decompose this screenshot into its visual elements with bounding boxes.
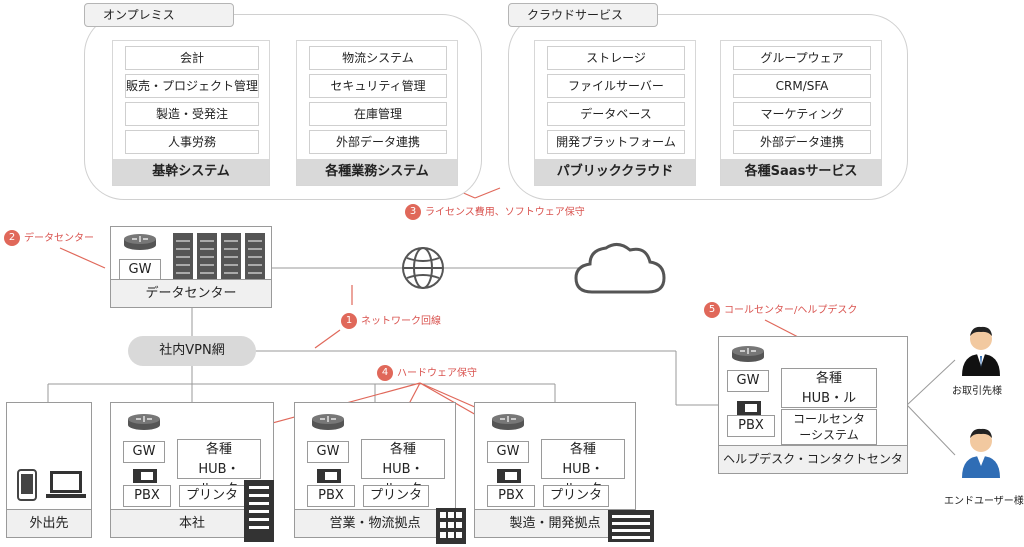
note-text: ライセンス費用、ソフトウェア保守 [425, 207, 585, 218]
group-footer: パブリッククラウド [535, 159, 695, 185]
gyomu-system-group: 物流システム セキュリティ管理 在庫管理 外部データ連携 各種業務システム [296, 40, 458, 186]
gw-label: GW [307, 441, 349, 463]
list-item: CRM/SFA [733, 74, 871, 98]
public-cloud-group: ストレージ ファイルサーバー データベース 開発プラットフォーム パブリッククラ… [534, 40, 696, 186]
tablet-icon [17, 469, 37, 501]
list-item: 在庫管理 [309, 102, 447, 126]
vpn-network: 社内VPN網 [128, 336, 256, 366]
note-text: データセンター [24, 233, 94, 244]
eigyo-box: GW 各種HUB・ルータ PBX プリンタ 営業・物流拠点 [294, 402, 456, 538]
gw-label: GW [727, 370, 769, 392]
kikan-system-group: 会計 販売・プロジェクト管理 製造・受発注 人事労務 基幹システム [112, 40, 270, 186]
office-building-icon [436, 508, 466, 544]
pbx-label: PBX [307, 485, 355, 507]
list-item: 製造・受発注 [125, 102, 259, 126]
callcenter-label: コールセンターシステム [781, 409, 877, 445]
router-icon [492, 414, 524, 430]
enduser-label: エンドユーザー様 [944, 496, 1024, 507]
outside-footer: 外出先 [7, 509, 91, 537]
client-label: お取引先様 [952, 386, 1002, 397]
honsha-box: GW 各種HUB・ルータ PBX プリンタ 本社 [110, 402, 274, 538]
helpdesk-box: GW 各種HUB・ルータ PBX コールセンターシステム ヘルプデスク・コンタク… [718, 336, 908, 474]
list-item: 外部データ連携 [733, 130, 871, 154]
list-item: 外部データ連携 [309, 130, 447, 154]
list-item: 開発プラットフォーム [547, 130, 685, 154]
router-icon [312, 414, 344, 430]
datacenter-box: GW データセンター [110, 226, 272, 308]
onpremise-tab: オンプレミス [84, 3, 234, 27]
note-text: ネットワーク回線 [361, 316, 441, 327]
note-network: 1 ネットワーク回線 [341, 313, 441, 331]
hub-router-label: 各種HUB・ルータ [361, 439, 445, 497]
note-number: 4 [377, 365, 393, 381]
client-person-icon [962, 326, 1000, 376]
note-number: 1 [341, 313, 357, 329]
globe-icon [402, 247, 444, 289]
list-item: 物流システム [309, 46, 447, 70]
laptop-icon [46, 471, 86, 498]
group-footer: 各種Saasサービス [721, 159, 881, 185]
cloud-services-tab: クラウドサービス [508, 3, 658, 27]
list-item: 会計 [125, 46, 259, 70]
list-item: データベース [547, 102, 685, 126]
note-number: 2 [4, 230, 20, 246]
list-item: ファイルサーバー [547, 74, 685, 98]
note-number: 5 [704, 302, 720, 318]
building-icon [244, 480, 274, 542]
note-callcenter: 5 コールセンター/ヘルプデスク [704, 302, 857, 320]
factory-icon [608, 510, 654, 542]
server-rack-icon [173, 233, 265, 281]
gw-label: GW [487, 441, 529, 463]
list-item: グループウェア [733, 46, 871, 70]
outside-box: 外出先 [6, 402, 92, 538]
note-number: 3 [405, 204, 421, 220]
list-item: ストレージ [547, 46, 685, 70]
note-datacenter: 2 データセンター [4, 230, 94, 248]
hub-router-label: 各種HUB・ルータ [541, 439, 625, 497]
helpdesk-footer: ヘルプデスク・コンタクトセンタ [719, 445, 907, 473]
router-icon [128, 414, 160, 430]
phone-icon [133, 469, 157, 483]
note-text: ハードウェア保守 [397, 368, 477, 379]
group-footer: 基幹システム [113, 159, 269, 185]
printer-label: プリンタ [179, 485, 245, 507]
hub-router-label: 各種HUB・ルータ [177, 439, 261, 497]
datacenter-footer: データセンター [111, 279, 271, 307]
note-hardware: 4 ハードウェア保守 [377, 365, 477, 383]
phone-icon [737, 401, 761, 415]
gw-label: GW [123, 441, 165, 463]
printer-label: プリンタ [363, 485, 429, 507]
note-text: コールセンター/ヘルプデスク [724, 305, 858, 316]
note-license: 3 ライセンス費用、ソフトウェア保守 [405, 204, 585, 222]
pbx-label: PBX [487, 485, 535, 507]
list-item: 人事労務 [125, 130, 259, 154]
hub-router-label: 各種HUB・ルータ [781, 368, 877, 426]
list-item: セキュリティ管理 [309, 74, 447, 98]
gw-label: GW [119, 259, 161, 281]
group-footer: 各種業務システム [297, 159, 457, 185]
list-item: マーケティング [733, 102, 871, 126]
pbx-label: PBX [123, 485, 171, 507]
enduser-person-icon [962, 428, 1000, 478]
phone-icon [317, 469, 341, 483]
router-icon [732, 346, 764, 362]
printer-label: プリンタ [543, 485, 609, 507]
router-icon [124, 234, 156, 250]
cloud-icon [574, 243, 666, 294]
phone-icon [497, 469, 521, 483]
pbx-label: PBX [727, 415, 775, 437]
list-item: 販売・プロジェクト管理 [125, 74, 259, 98]
saas-group: グループウェア CRM/SFA マーケティング 外部データ連携 各種Saasサー… [720, 40, 882, 186]
eigyo-footer: 営業・物流拠点 [295, 509, 455, 537]
